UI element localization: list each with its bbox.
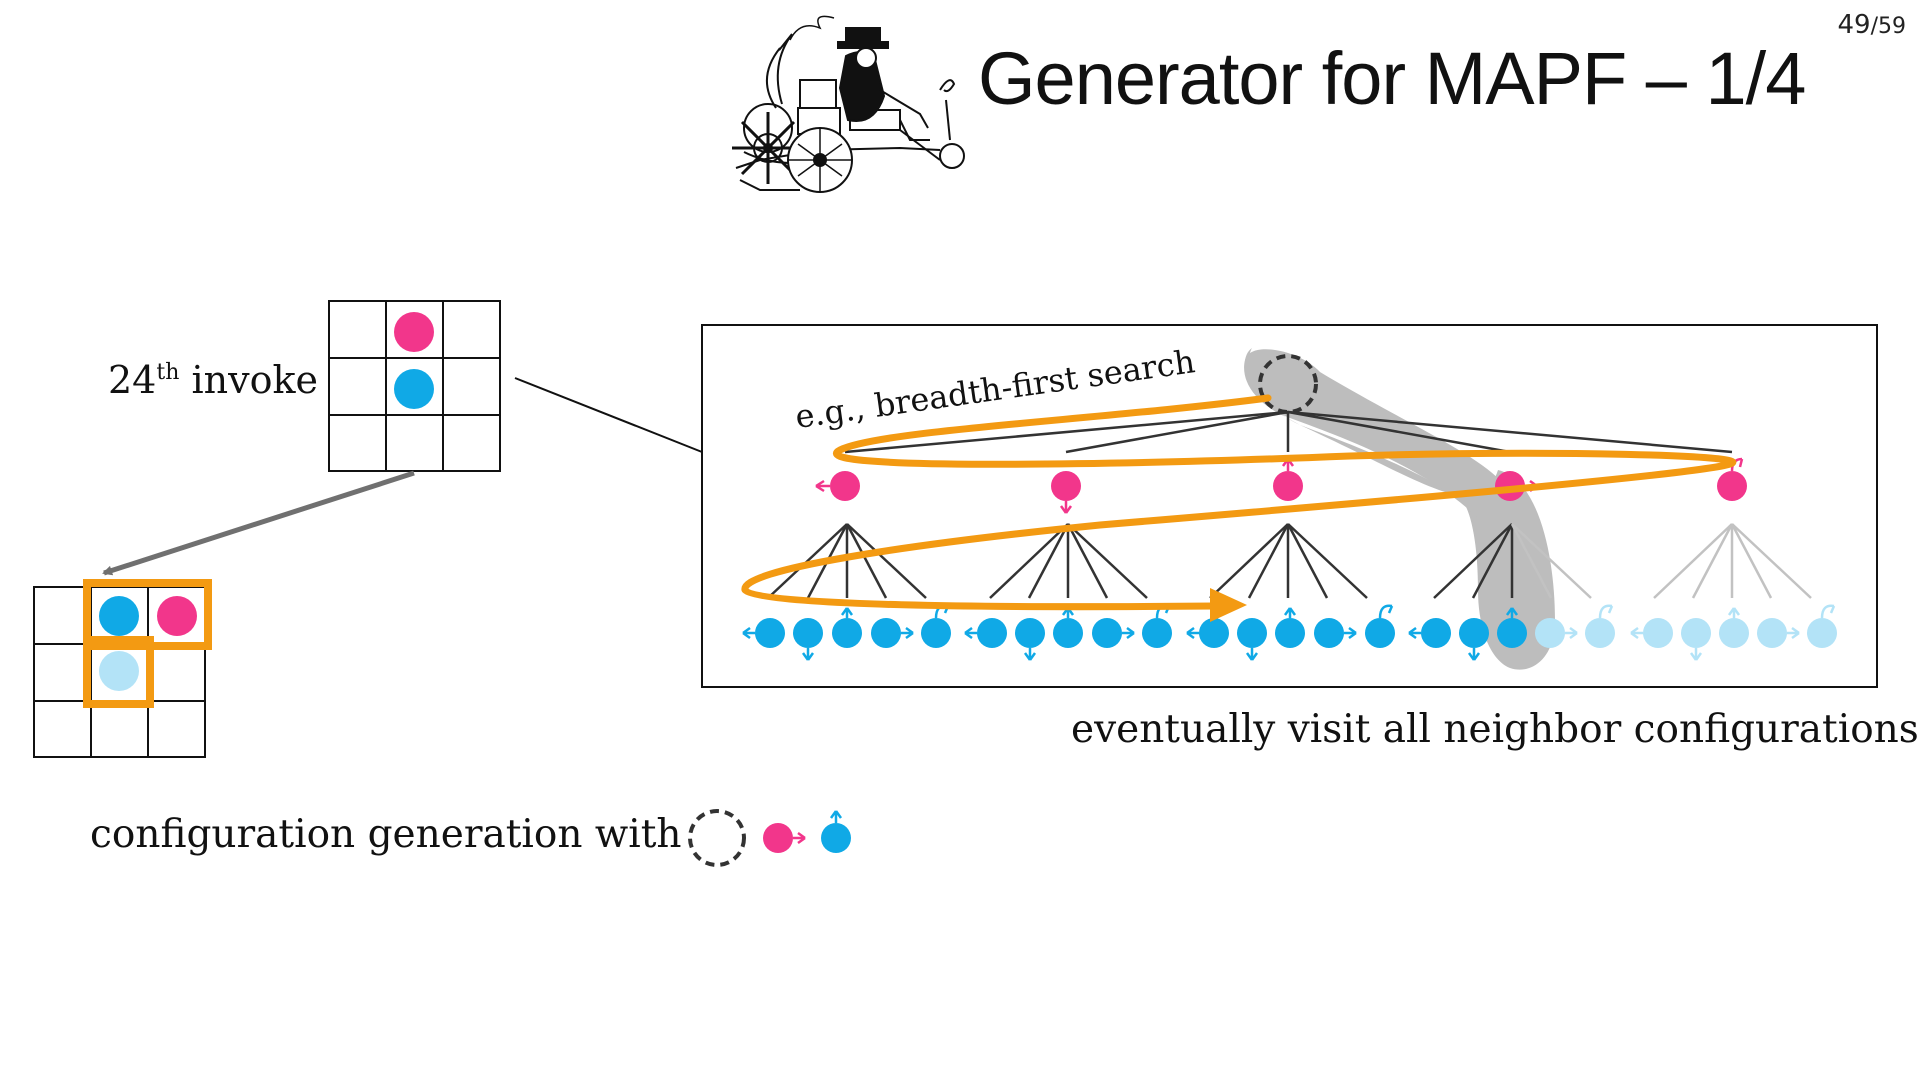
zoom-connector-line — [514, 377, 703, 453]
bfs-arrowhead — [1210, 588, 1247, 622]
page-number: 49/59 — [1838, 10, 1907, 40]
root-edges — [844, 410, 1733, 454]
slide-title: Generator for MAPF – 1/4 — [978, 37, 1806, 120]
legend-icons — [688, 809, 851, 867]
level2-edges-dark — [767, 523, 1514, 599]
illustration-steam-vehicle — [732, 15, 965, 193]
orange-highlight-cells — [83, 579, 212, 708]
dashed-circle-icon — [688, 809, 746, 867]
pink-node — [1717, 471, 1747, 501]
arrow-icon — [793, 831, 806, 845]
level2-blue-nodes — [742, 604, 1837, 661]
page-current: 49 — [1837, 10, 1871, 40]
agent-blue-generated — [99, 596, 139, 636]
bfs-traversal-path — [741, 394, 1737, 611]
page-total: /59 — [1870, 14, 1906, 39]
root-dashed-circle — [1258, 354, 1318, 414]
blue-arrow-icons-faded — [1565, 604, 1836, 661]
bfs-label: e.g., breadth-first search — [793, 342, 1197, 436]
agent-blue-current — [394, 369, 434, 409]
invoke-word: invoke — [191, 358, 318, 402]
arrow-icon — [829, 810, 843, 823]
agent-pink-generated — [157, 596, 197, 636]
config-generation-caption: configuration generation with — [90, 812, 682, 857]
pink-node — [830, 471, 860, 501]
pink-agent-icon — [763, 823, 793, 853]
invoke-number: 24 — [108, 358, 157, 402]
pink-node — [1051, 471, 1081, 501]
pink-node — [1273, 471, 1303, 501]
search-tree-box — [701, 324, 1878, 688]
config-grid-current — [328, 300, 501, 472]
agent-pink-current — [394, 312, 434, 352]
level1-pink-nodes — [815, 457, 1747, 514]
invoke-suffix: th — [156, 360, 180, 385]
arrow-to-next-config — [102, 470, 415, 576]
tree-caption: eventually visit all neighbor configurat… — [1071, 707, 1919, 752]
invoke-label: 24th invoke — [108, 358, 318, 402]
agent-blue-previous — [99, 651, 139, 691]
arrow-icon — [1059, 501, 1073, 514]
arrow-icon — [815, 479, 830, 493]
level2-edges-faded — [1510, 523, 1812, 599]
blue-agent-icon — [821, 823, 851, 853]
